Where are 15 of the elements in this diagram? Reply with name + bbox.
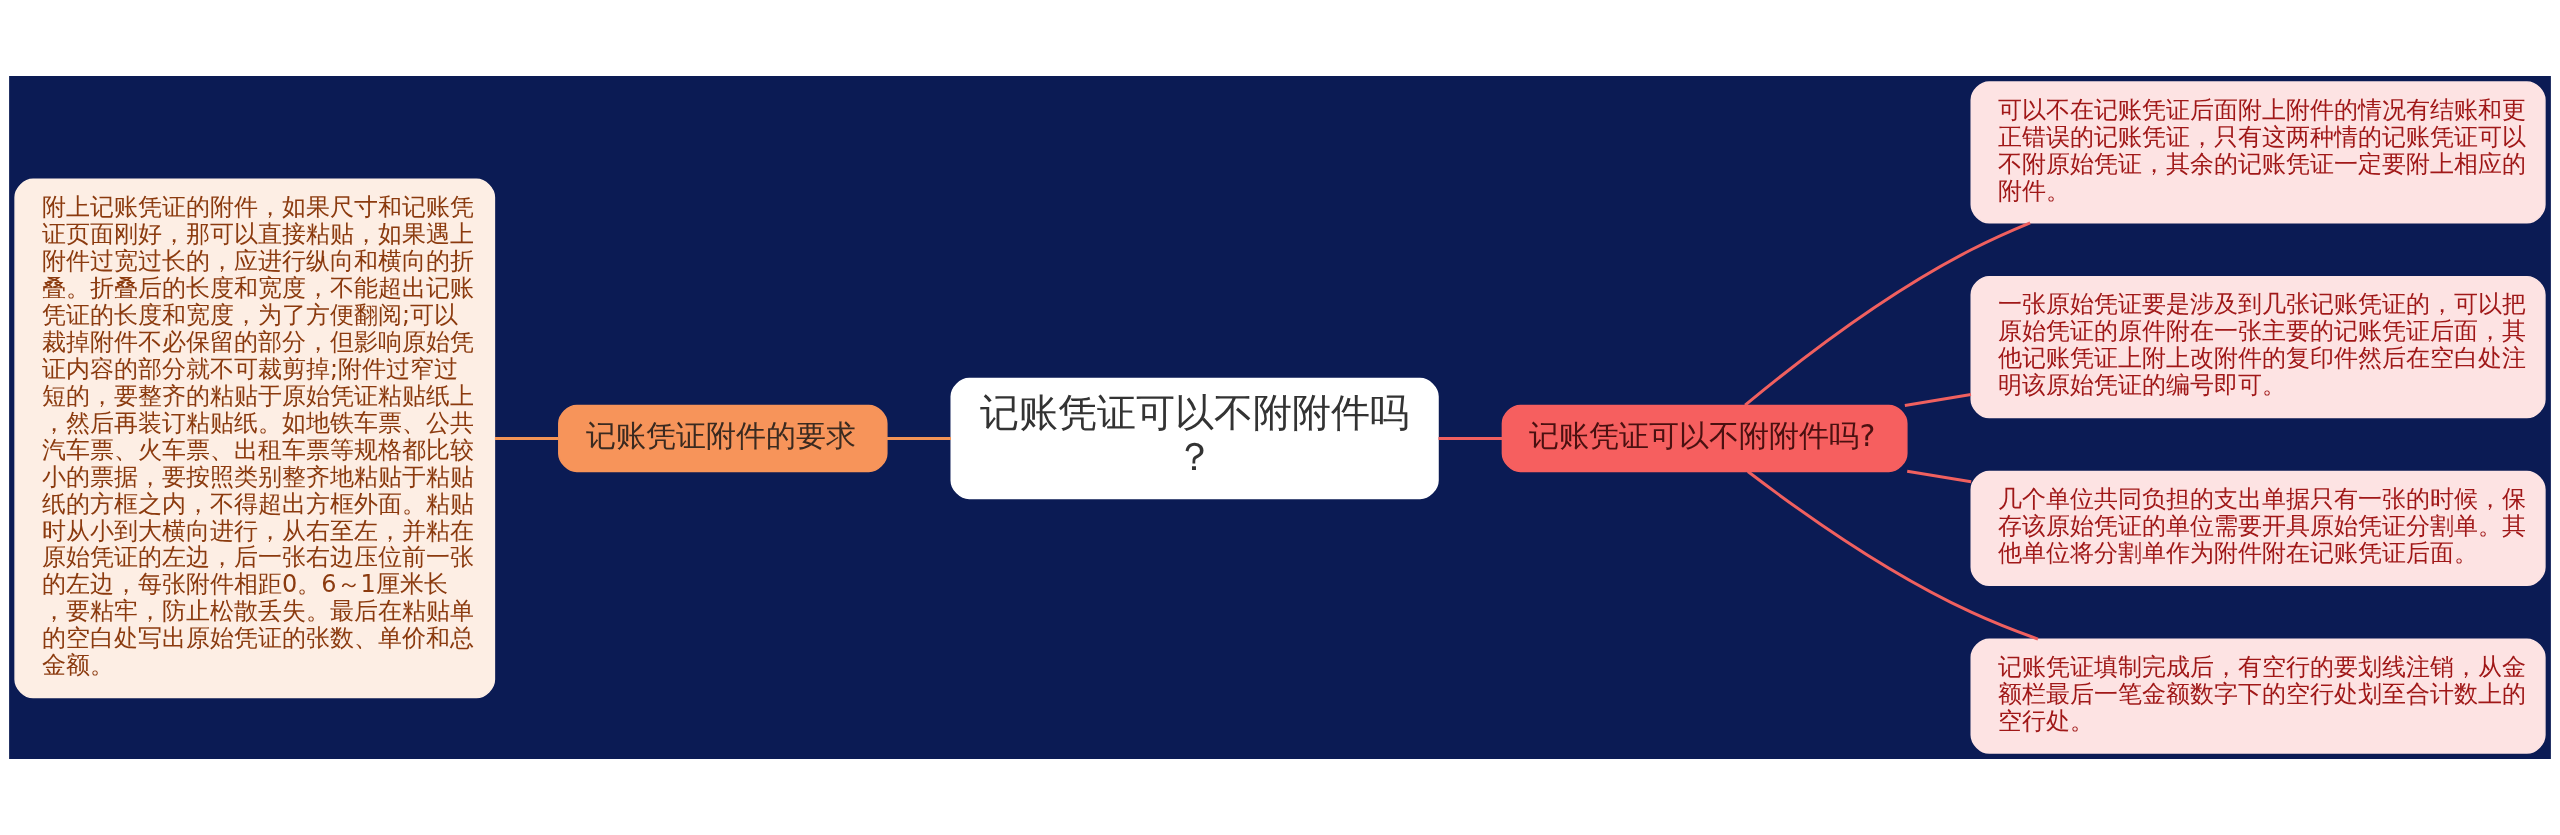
node-box: 可以不在记账凭证后面附上附件的情况有结账和更正错误的记账凭证，只有这两种情的记账凭证可以不附原始凭证，其余的记账凭证一定要附上相应的附件。	[1970, 81, 2546, 224]
connector	[1744, 221, 2031, 407]
connector	[886, 436, 951, 440]
connector	[1747, 470, 2039, 641]
node-box: 记账凭证附件的要求	[558, 404, 888, 473]
node-box: 几个单位共同负担的支出单据只有一张的时候，保存该原始凭证的单位需要开具原始凭证分割单。其他单位将分割单作为附件附在记账凭证后面。	[1970, 470, 2546, 586]
connector	[494, 436, 559, 440]
connector	[1438, 436, 1503, 440]
node-box: 附上记账凭证的附件，如果尺寸和记账凭证页面刚好，那可以直接粘贴，如果遇上附件过宽过长的，应进行纵向和横向的折叠。折叠后的长度和宽度，不能超出记账凭证的长度和宽度，为了方便翻阅;可以裁掉附件不必保留的部分，但影响原始凭证内容的部分就不可裁剪掉;附件过窄过短的，要整齐的粘贴于原始凭证粘贴纸上，然后再装订粘贴纸。如地铁车票、公共汽车票、火车票、出租车票等规格都比较小的票据，要按照类别整齐地粘贴于粘贴纸的方框之内，不得超出方框外面。粘贴时从小到大横向进行，从右至左，并粘在原始凭证的左边，后一张右边压位前一张的左边，每张附件相距0。6～1厘米长，要粘牢，防止松散丢失。最后在粘贴单的空白处写出原始凭证的张数、单价和总金额。	[14, 178, 496, 699]
node-box: 一张原始凭证要是涉及到几张记账凭证的，可以把原始凭证的原件附在一张主要的记账凭证后面，其他记账凭证上附上改附件的复印件然后在空白处注明该原始凭证的编号即可。	[1970, 275, 2546, 419]
node-box: 记账凭证可以不附附件吗？	[950, 377, 1439, 500]
connector	[1906, 469, 1972, 484]
node-box: 记账凭证可以不附附件吗?	[1501, 404, 1908, 473]
connector	[1904, 393, 1972, 407]
node-box: 记账凭证填制完成后，有空行的要划线注销，从金额栏最后一笔金额数字下的空行处划至合计数上的空行处。	[1970, 638, 2546, 754]
